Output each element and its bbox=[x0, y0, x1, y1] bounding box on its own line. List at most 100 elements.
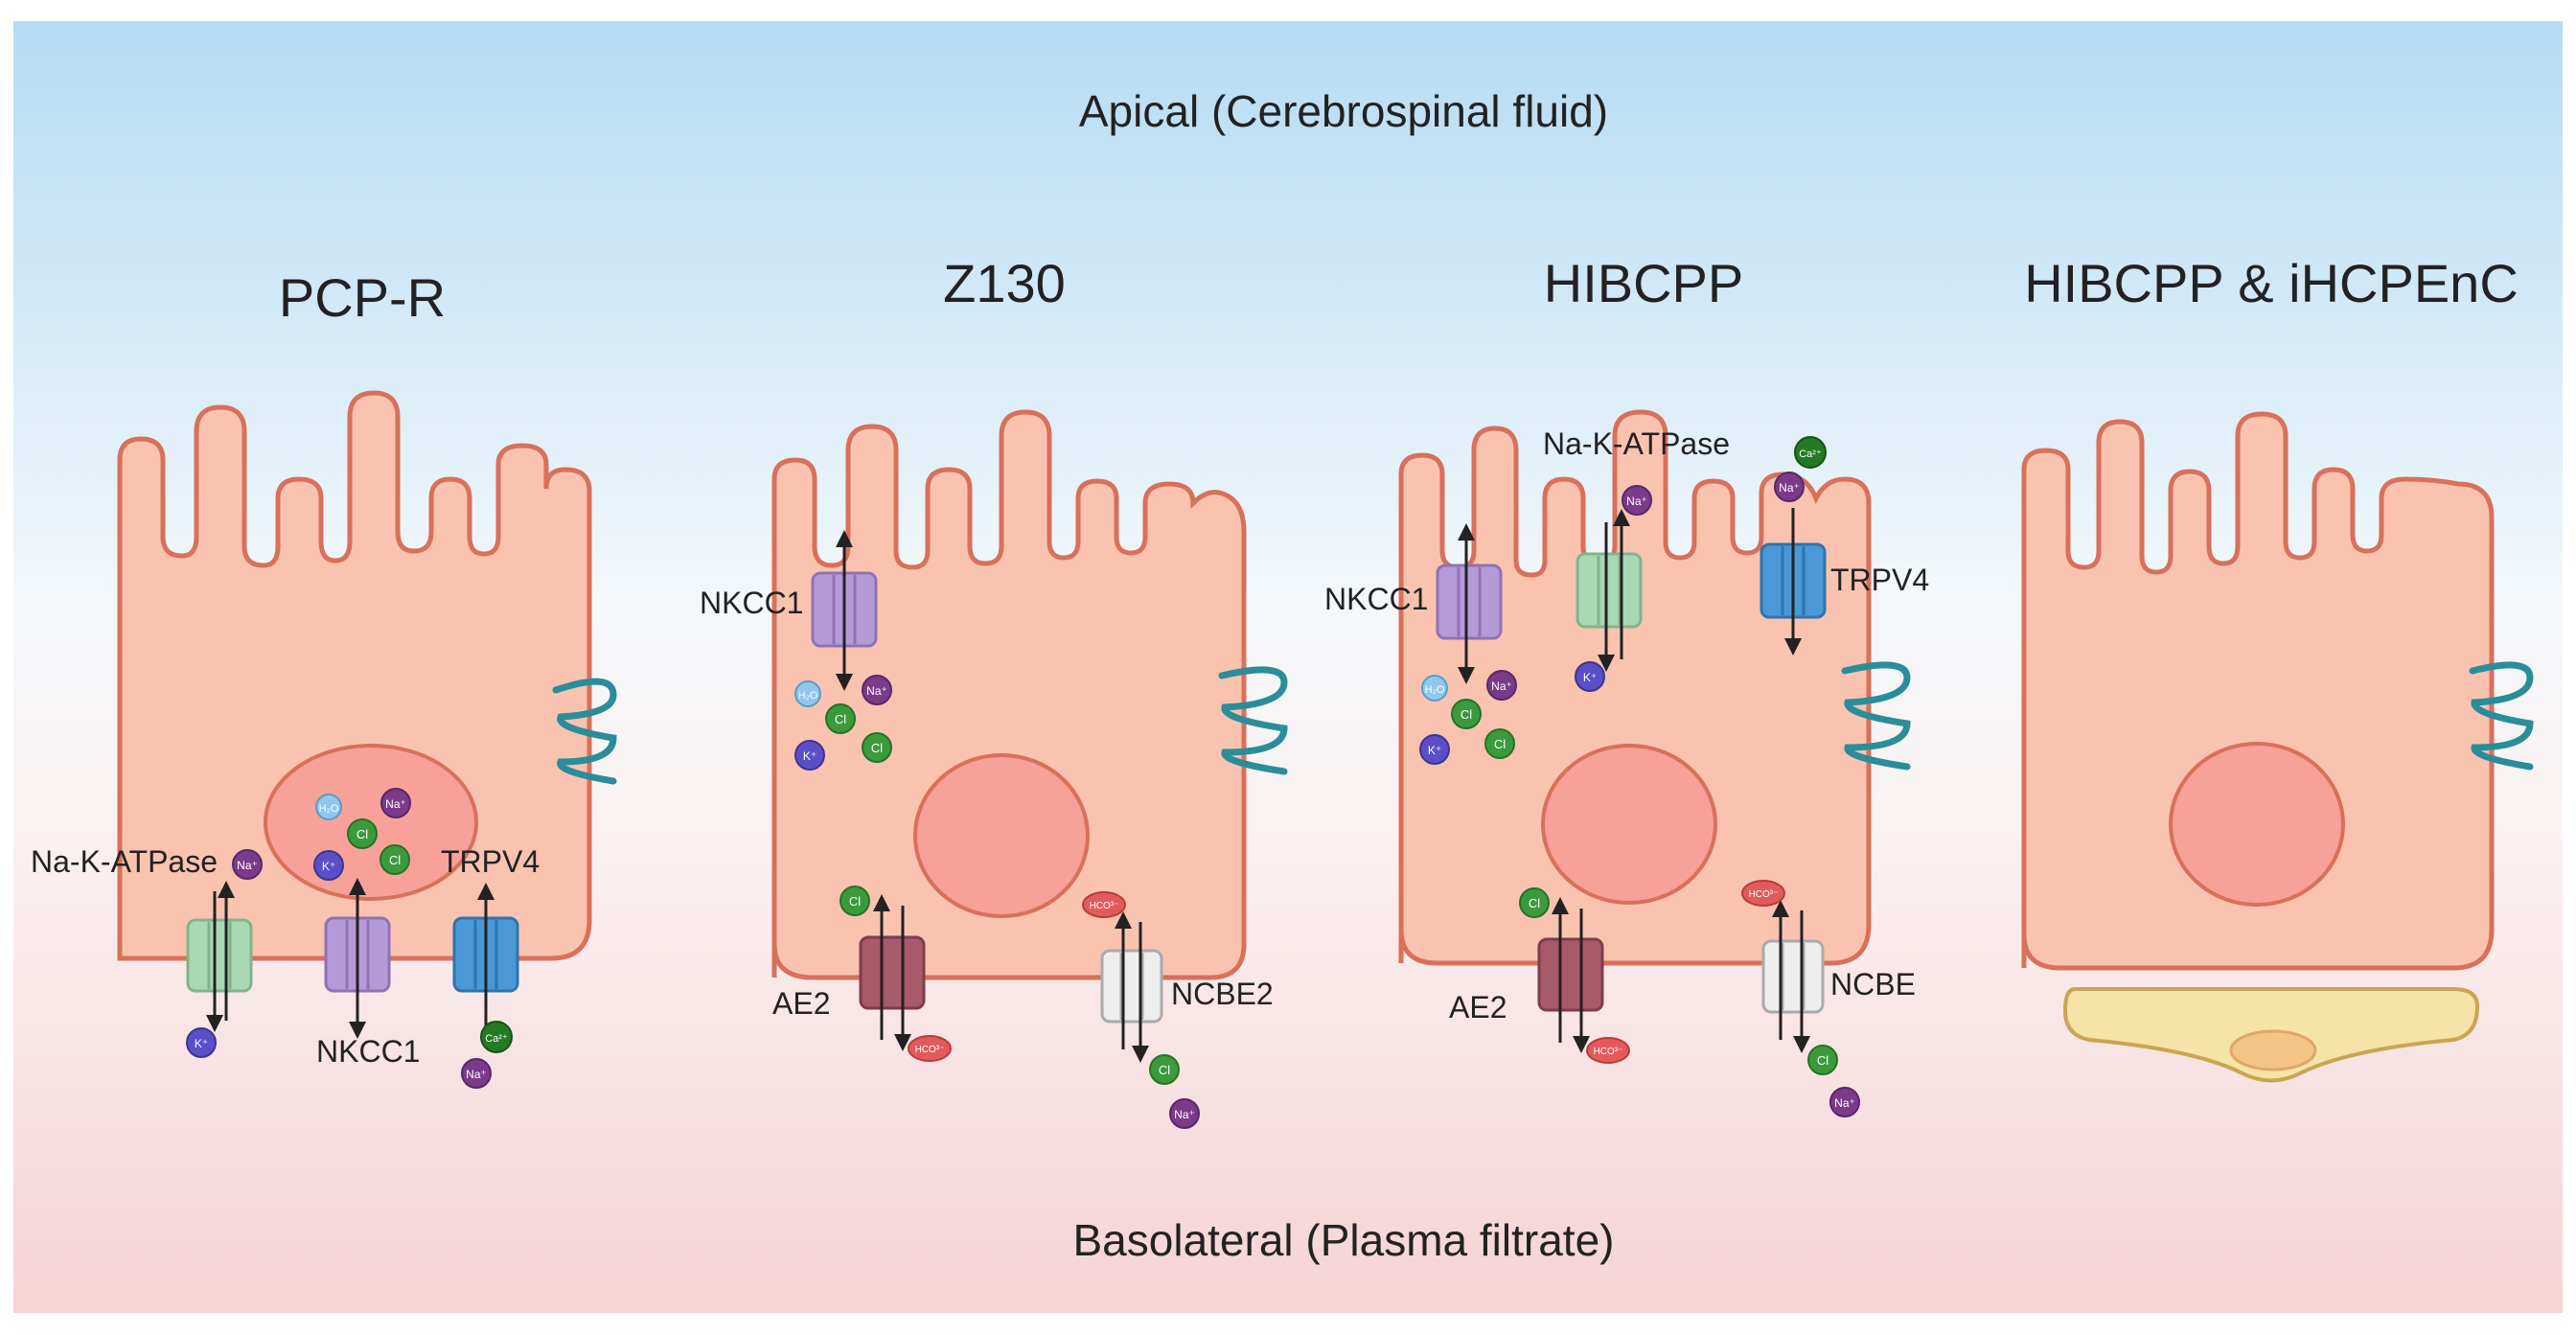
label-trpv4: TRPV4 bbox=[1830, 563, 1929, 597]
nkcc1-transporter bbox=[1436, 564, 1503, 640]
svg-text:HCO³⁻: HCO³⁻ bbox=[1090, 901, 1119, 911]
calcium-ion-icon: Ca²⁺ bbox=[1794, 436, 1827, 469]
cell-z130 bbox=[771, 409, 1247, 980]
chloride-ion-icon: Cl bbox=[840, 886, 870, 916]
svg-text:Na⁺: Na⁺ bbox=[1779, 481, 1800, 495]
ncbe2-transporter bbox=[1100, 949, 1163, 1024]
svg-text:Na⁺: Na⁺ bbox=[237, 859, 258, 872]
bicarbonate-ion-icon: HCO³⁻ bbox=[1082, 891, 1126, 918]
svg-text:Na⁺: Na⁺ bbox=[466, 1068, 487, 1081]
potassium-ion-icon: K⁺ bbox=[186, 1027, 217, 1058]
panel-title-hibcpp: HIBCPP bbox=[1544, 253, 1744, 313]
label-nkcc1: NKCC1 bbox=[700, 586, 803, 620]
panel-title-z130: Z130 bbox=[943, 253, 1066, 313]
svg-text:Cl: Cl bbox=[871, 741, 883, 755]
tight-junction-icon bbox=[1218, 666, 1288, 775]
svg-text:Cl: Cl bbox=[1460, 707, 1472, 722]
svg-text:Ca²⁺: Ca²⁺ bbox=[485, 1033, 508, 1045]
bicarbonate-ion-icon: HCO³⁻ bbox=[1586, 1037, 1630, 1064]
svg-text:K⁺: K⁺ bbox=[803, 749, 816, 763]
potassium-ion-icon: K⁺ bbox=[1419, 734, 1450, 765]
cell-body bbox=[2021, 411, 2495, 971]
sodium-ion-icon: Na⁺ bbox=[1829, 1087, 1860, 1117]
tight-junction-icon bbox=[2469, 661, 2534, 771]
label-ncbe: NCBE bbox=[1830, 967, 1916, 1001]
bicarbonate-ion-icon: HCO³⁻ bbox=[908, 1035, 952, 1062]
ae2-transporter bbox=[1537, 937, 1604, 1012]
na-k-atpase-transporter bbox=[1576, 552, 1643, 629]
chloride-ion-icon: Cl bbox=[1484, 728, 1515, 759]
label-ae2: AE2 bbox=[1449, 990, 1506, 1024]
svg-text:Cl: Cl bbox=[1159, 1063, 1170, 1077]
sodium-ion-icon: Na⁺ bbox=[1486, 670, 1517, 701]
svg-text:K⁺: K⁺ bbox=[322, 860, 335, 873]
sodium-ion-icon: Na⁺ bbox=[380, 788, 411, 818]
sodium-ion-icon: Na⁺ bbox=[862, 675, 892, 705]
label-na-k-atpase: Na-K-ATPase bbox=[31, 844, 218, 879]
svg-text:Na⁺: Na⁺ bbox=[1626, 495, 1647, 508]
chloride-ion-icon: Cl bbox=[380, 844, 410, 875]
svg-text:H₂O: H₂O bbox=[798, 690, 818, 702]
svg-text:Cl: Cl bbox=[1817, 1053, 1828, 1068]
svg-text:H₂O: H₂O bbox=[1425, 684, 1445, 696]
label-trpv4: TRPV4 bbox=[441, 844, 540, 879]
label-nkcc1: NKCC1 bbox=[316, 1034, 420, 1069]
svg-text:Cl: Cl bbox=[1494, 737, 1506, 751]
label-ncbe2: NCBE2 bbox=[1171, 977, 1274, 1011]
svg-text:H₂O: H₂O bbox=[319, 803, 339, 815]
label-na-k-atpase: Na-K-ATPase bbox=[1543, 426, 1730, 461]
svg-text:K⁺: K⁺ bbox=[1583, 671, 1597, 684]
potassium-ion-icon: K⁺ bbox=[313, 850, 344, 881]
chloride-ion-icon: Cl bbox=[1149, 1054, 1180, 1085]
svg-text:Ca²⁺: Ca²⁺ bbox=[1799, 449, 1822, 460]
panel-title-pcp-r: PCP-R bbox=[279, 267, 446, 328]
label-nkcc1: NKCC1 bbox=[1324, 582, 1428, 616]
basolateral-label: Basolateral (Plasma filtrate) bbox=[1073, 1215, 1615, 1265]
ncbe-transporter bbox=[1761, 939, 1825, 1014]
cell-body bbox=[1398, 409, 1872, 966]
apical-label: Apical (Cerebrospinal fluid) bbox=[1079, 86, 1608, 136]
svg-text:Na⁺: Na⁺ bbox=[866, 684, 887, 698]
water-molecule-icon: H₂O bbox=[1421, 675, 1448, 702]
svg-text:Cl: Cl bbox=[356, 827, 368, 841]
svg-text:HCO³⁻: HCO³⁻ bbox=[1749, 889, 1779, 900]
svg-text:K⁺: K⁺ bbox=[1428, 744, 1441, 757]
svg-text:Cl: Cl bbox=[849, 894, 861, 909]
svg-text:K⁺: K⁺ bbox=[195, 1037, 208, 1050]
calcium-ion-icon: Ca²⁺ bbox=[480, 1021, 513, 1053]
chloride-ion-icon: Cl bbox=[347, 818, 378, 849]
nucleus bbox=[913, 753, 1090, 918]
endothelial-cell bbox=[2062, 987, 2480, 1083]
nucleus bbox=[1541, 744, 1717, 905]
chloride-ion-icon: Cl bbox=[1807, 1045, 1838, 1075]
sodium-ion-icon: Na⁺ bbox=[1169, 1098, 1200, 1129]
sodium-ion-icon: Na⁺ bbox=[1774, 472, 1805, 502]
svg-text:Cl: Cl bbox=[1529, 896, 1540, 910]
chloride-ion-icon: Cl bbox=[862, 732, 892, 763]
panel-title-hibcpp-ihcpenc: HIBCPP & iHCPEnC bbox=[2024, 253, 2518, 313]
tight-junction-icon bbox=[552, 678, 617, 785]
svg-text:Na⁺: Na⁺ bbox=[1491, 679, 1512, 693]
svg-text:Cl: Cl bbox=[835, 712, 846, 726]
endothelial-nucleus bbox=[2229, 1029, 2317, 1071]
chloride-ion-icon: Cl bbox=[825, 703, 856, 734]
potassium-ion-icon: K⁺ bbox=[1575, 661, 1605, 692]
label-ae2: AE2 bbox=[772, 986, 830, 1021]
potassium-ion-icon: K⁺ bbox=[794, 740, 825, 771]
sodium-ion-icon: Na⁺ bbox=[232, 849, 263, 880]
bicarbonate-ion-icon: HCO³⁻ bbox=[1741, 880, 1785, 907]
svg-text:HCO³⁻: HCO³⁻ bbox=[1594, 1047, 1623, 1057]
nucleus bbox=[2169, 742, 2345, 907]
sodium-ion-icon: Na⁺ bbox=[461, 1058, 492, 1089]
svg-text:Na⁺: Na⁺ bbox=[1834, 1096, 1855, 1110]
water-molecule-icon: H₂O bbox=[794, 680, 821, 707]
chloride-ion-icon: Cl bbox=[1451, 699, 1482, 729]
cell-body bbox=[771, 409, 1247, 980]
svg-text:Na⁺: Na⁺ bbox=[1174, 1108, 1195, 1121]
na-k-atpase-transporter bbox=[186, 918, 253, 993]
svg-text:Na⁺: Na⁺ bbox=[385, 797, 406, 811]
chloride-ion-icon: Cl bbox=[1519, 887, 1550, 918]
cell-hibcpp-ihcpenc bbox=[2021, 411, 2495, 971]
sodium-ion-icon: Na⁺ bbox=[1622, 485, 1652, 516]
